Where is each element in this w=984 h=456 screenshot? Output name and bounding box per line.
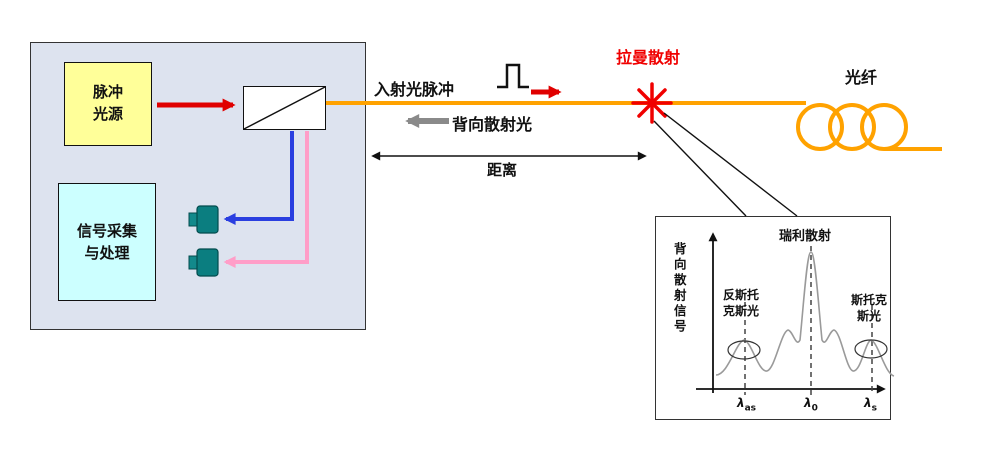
rayleigh-label: 瑞利散射 xyxy=(779,229,832,244)
signal-processing-box: 信号采集 与处理 xyxy=(58,183,156,301)
raman-scattering-star-icon xyxy=(631,82,673,124)
x-label-lambda-0: λ0 xyxy=(804,396,818,414)
optical-fiber-label: 光纤 xyxy=(845,68,878,87)
beam-splitter-box xyxy=(243,86,326,130)
distance-label: 距离 xyxy=(487,161,518,179)
anti-stokes-label: 反斯托 克斯光 xyxy=(723,288,760,318)
pulse-waveform-icon xyxy=(497,63,529,89)
spectrum-y-axis-label: 背向散射信号 xyxy=(671,242,687,335)
raman-scattering-label: 拉曼散射 xyxy=(616,48,681,67)
incident-pulse-label: 入射光脉冲 xyxy=(374,80,455,99)
callout-lines xyxy=(653,112,798,217)
fiber-coil-icon xyxy=(796,103,942,151)
backscatter-label: 背向散射光 xyxy=(452,115,533,134)
pulse-light-source-box: 脉冲 光源 xyxy=(64,62,152,146)
x-label-lambda-s: λs xyxy=(864,396,877,414)
stokes-label: 斯托克 斯光 xyxy=(851,293,888,323)
x-label-lambda-as: λas xyxy=(737,396,757,414)
